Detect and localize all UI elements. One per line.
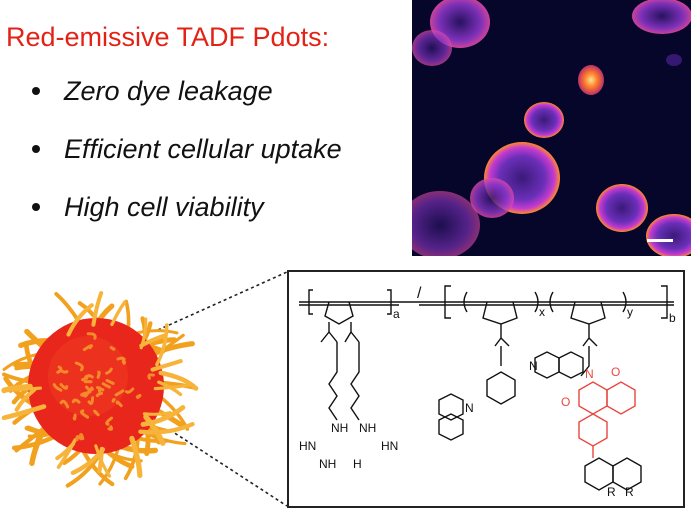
r-group-label: R — [625, 485, 634, 499]
bullet-item: High cell viability — [28, 192, 342, 250]
polymer-hair — [133, 331, 177, 334]
pdot-nanoparticle — [0, 268, 200, 514]
polymer-hair — [144, 413, 170, 415]
cell-blob — [632, 0, 691, 34]
fluorescence-micrograph — [412, 0, 691, 256]
subscript-x: x — [539, 305, 545, 319]
nanoparticle-icon — [0, 268, 200, 514]
oxygen-label: O — [561, 395, 570, 409]
r-group-label: R — [607, 485, 616, 499]
oxygen-label: O — [611, 365, 620, 379]
bullet-dot-icon — [32, 87, 40, 95]
amine-label: H — [353, 457, 362, 471]
nitrogen-label: N — [465, 401, 474, 415]
micrograph-image-icon — [412, 0, 691, 256]
imide-nitrogen-label: N — [585, 367, 594, 381]
bullet-text: High cell viability — [64, 192, 264, 222]
bullet-item: Efficient cellular uptake — [28, 134, 342, 192]
chemical-structure-drawing: a / x y b NH NH HN HN NH H N N R R N O O — [289, 272, 683, 506]
polymer-hair — [137, 395, 140, 397]
polymer-hair — [113, 400, 114, 402]
amine-label: NH — [319, 457, 336, 471]
bullet-item: Zero dye leakage — [28, 76, 342, 134]
cell-blob — [646, 214, 691, 256]
nitrogen-label: N — [529, 359, 538, 373]
subscript-y: y — [627, 305, 633, 319]
amine-label: NH — [331, 421, 348, 435]
bullet-dot-icon — [32, 145, 40, 153]
headline-title: Red-emissive TADF Pdots: — [6, 22, 329, 53]
cell-blob — [666, 54, 682, 66]
polymer-hair — [73, 400, 79, 402]
polymer-hair — [74, 415, 75, 419]
cell-blob — [524, 102, 564, 138]
cell-blob — [412, 30, 452, 66]
polymer-hair — [98, 372, 99, 377]
amine-label: NH — [359, 421, 376, 435]
subscript-a: a — [393, 307, 400, 321]
amine-label: HN — [381, 439, 398, 453]
polymer-hair — [61, 371, 67, 372]
polymer-structure-panel: a / x y b NH NH HN HN NH H N N R R N O O — [287, 270, 685, 508]
bullet-dot-icon — [32, 203, 40, 211]
bullet-text: Zero dye leakage — [64, 76, 273, 106]
bullet-text: Efficient cellular uptake — [64, 134, 342, 164]
subscript-b: b — [669, 311, 676, 325]
feature-bullet-list: Zero dye leakage Efficient cellular upta… — [28, 76, 342, 250]
amine-label: HN — [299, 439, 316, 453]
cell-blob — [578, 65, 604, 95]
cell-blob — [596, 184, 648, 232]
slash-separator: / — [417, 285, 422, 302]
polymer-hair — [111, 348, 114, 350]
polymer-hair — [56, 294, 79, 322]
scale-bar — [647, 239, 673, 242]
cell-blob — [412, 191, 480, 256]
